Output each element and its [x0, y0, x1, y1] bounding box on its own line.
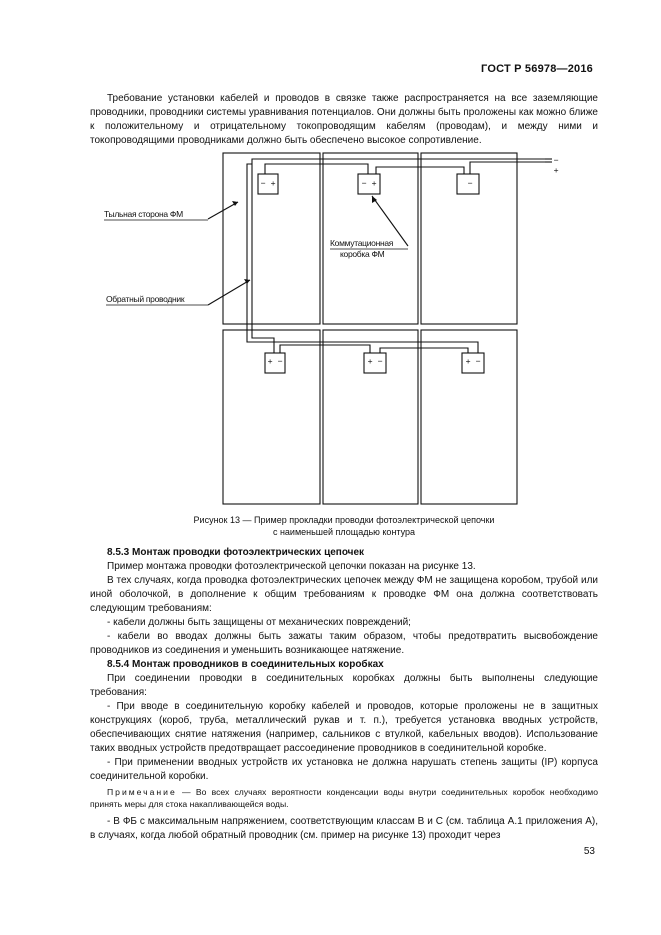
leader-arrow: [244, 279, 250, 284]
pv-module: [420, 329, 518, 505]
string-cable: [279, 344, 371, 353]
section-854-item3: - В ФБ с максимальным напряжением, соотв…: [90, 816, 598, 841]
section-853-p1: Пример монтажа проводки фотоэлектрическо…: [107, 561, 476, 572]
terminal-plus: +: [372, 178, 377, 188]
terminal-minus: −: [362, 178, 367, 188]
figure-caption-line2: с наименьшей площадью контура: [272, 527, 416, 537]
intro-paragraph: Требование установки кабелей и проводов …: [90, 93, 598, 146]
page-number: 53: [583, 846, 595, 857]
leader-line: [207, 201, 239, 220]
output-cable-minus: [469, 161, 545, 174]
pv-module: [322, 152, 419, 325]
terminal-plus: +: [268, 356, 273, 366]
wiring-diagram: − + − + − + − + − + − − + Тыльная сторон…: [104, 152, 559, 505]
label-back-side: Тыльная сторона ФМ: [104, 209, 183, 219]
note-text: — Во всех случаях вероятности конденсаци…: [90, 787, 598, 809]
section-854-item2: - При применении вводных устройств их ус…: [90, 757, 598, 782]
section-854-note: Примечание — Во всех случаях вероятности…: [90, 786, 598, 810]
label-return-conductor: Обратный проводник: [106, 294, 185, 304]
terminal-minus: −: [378, 356, 383, 366]
label-junction-box-line1: Коммутационная: [330, 238, 394, 248]
section-853-item1: - кабели должны быть защищены от механич…: [107, 617, 411, 628]
figure-caption: Рисунок 13 — Пример прокладки проводки ф…: [90, 514, 598, 538]
terminal-minus: −: [261, 178, 266, 188]
string-cable: [251, 170, 275, 353]
section-854-title: 8.5.4 Монтаж проводников в соединительны…: [107, 659, 384, 670]
note-label: Примечание: [107, 787, 177, 797]
document-code: ГОСТ Р 56978—2016: [481, 63, 593, 75]
section-854-item1: - При вводе в соединительную коробку каб…: [90, 701, 598, 754]
output-terminal-plus: +: [554, 165, 559, 175]
string-cable: [375, 166, 465, 174]
junction-box: [461, 352, 485, 374]
pv-module: [322, 329, 419, 505]
terminal-minus: −: [476, 356, 481, 366]
string-cable: [264, 163, 369, 174]
string-cable: [379, 347, 469, 353]
section-854-p1: При соединении проводки в соединительных…: [90, 673, 598, 698]
leader-line: [207, 279, 251, 306]
section-853-item2: - кабели во вводах должны быть зажаты та…: [90, 631, 598, 656]
section-853-title: 8.5.3 Монтаж проводки фотоэлектрических …: [107, 547, 365, 558]
terminal-plus: +: [271, 178, 276, 188]
section-853-p2: В тех случаях, когда проводка фотоэлектр…: [90, 575, 598, 614]
label-junction-box-line2: коробка ФМ: [340, 249, 385, 259]
pv-module: [222, 152, 321, 325]
terminal-minus: −: [278, 356, 283, 366]
pv-module: [222, 329, 321, 505]
return-conductor: [246, 163, 479, 353]
leader-arrow: [232, 201, 238, 206]
junction-box: [264, 352, 286, 374]
terminal-minus: −: [468, 178, 473, 188]
terminal-plus: +: [368, 356, 373, 366]
junction-box: [357, 173, 381, 195]
output-cable-plus: [251, 158, 545, 170]
output-terminal-minus: −: [554, 155, 559, 165]
terminal-plus: +: [466, 356, 471, 366]
figure-caption-line1: Рисунок 13 — Пример прокладки проводки ф…: [193, 515, 495, 525]
leader-line: [371, 195, 409, 247]
leader-arrow: [372, 196, 377, 203]
junction-box: [456, 173, 480, 195]
junction-box: [257, 173, 279, 195]
pv-module: [420, 152, 518, 325]
junction-box: [363, 352, 387, 374]
